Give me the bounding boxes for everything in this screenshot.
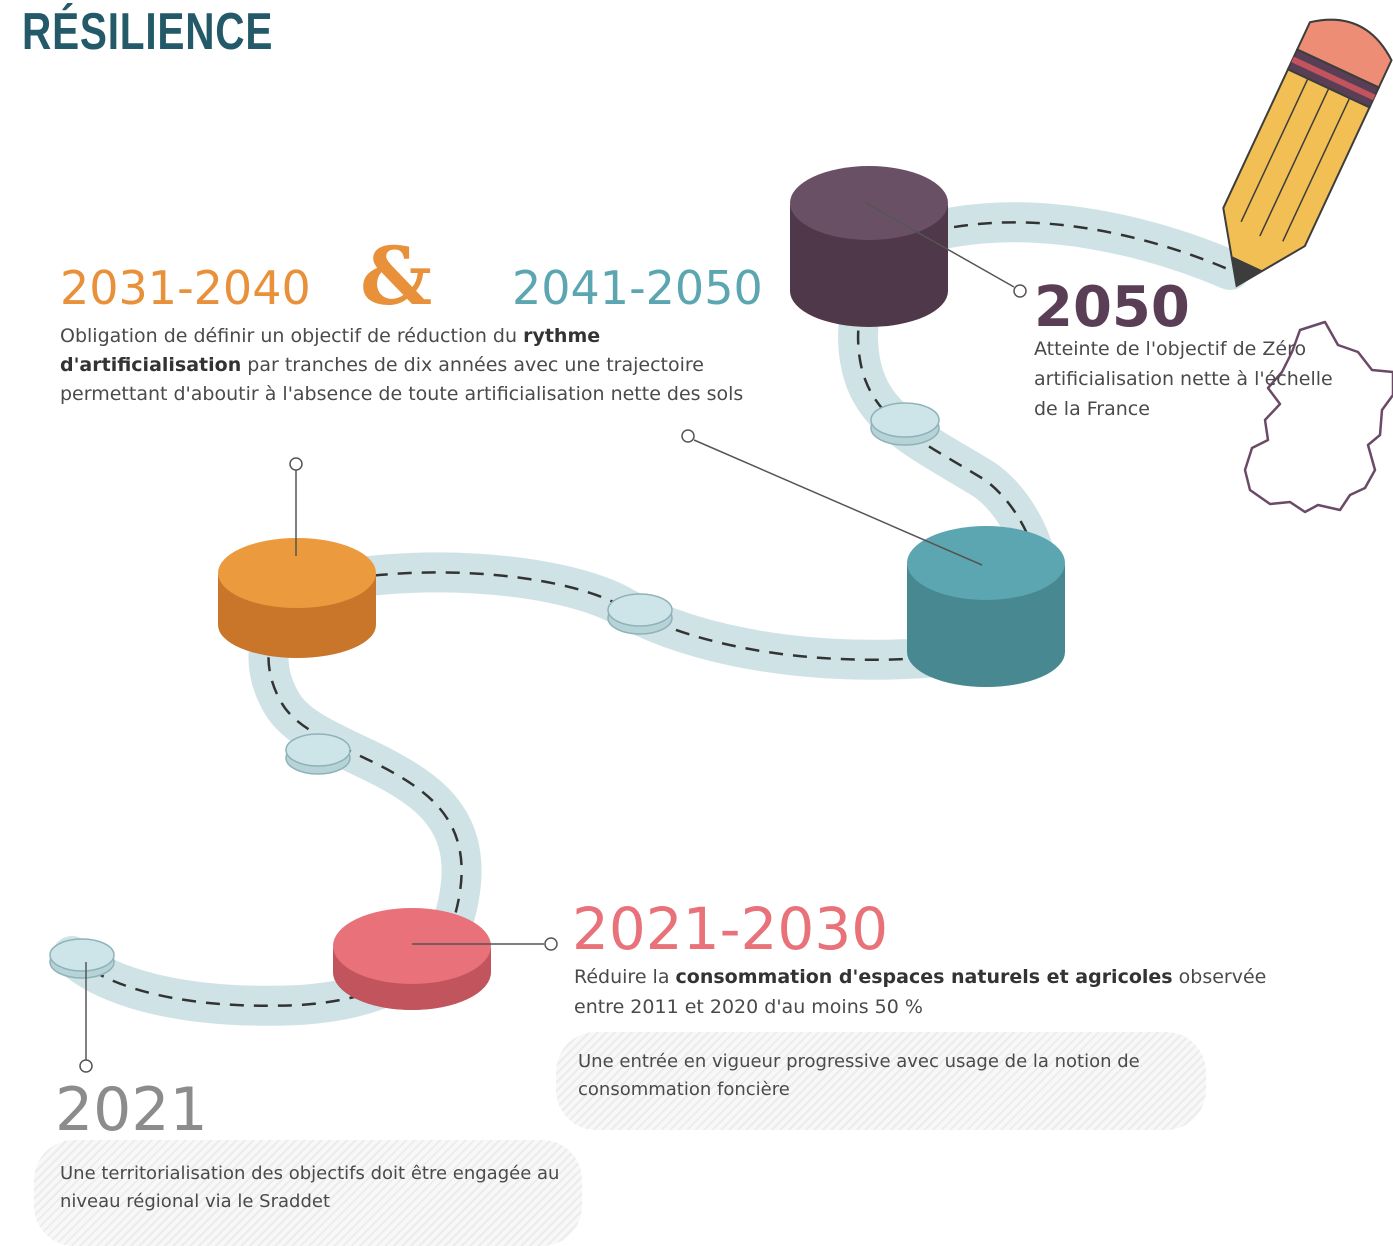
page-title: RÉSILIENCE <box>22 3 274 61</box>
ampersand-glyph: & <box>360 229 433 323</box>
cylinder-2041-2050 <box>907 526 1065 687</box>
period-2050-label: 2050 <box>1034 275 1190 340</box>
period-2021-label: 2021 <box>55 1075 208 1145</box>
cylinder-2031-2040 <box>218 538 376 658</box>
emphasis-consommation: consommation d'espaces naturels et agric… <box>675 966 1173 988</box>
cylinder-2050 <box>790 166 948 327</box>
milestone-disc-2 <box>285 733 351 775</box>
leader-lines <box>79 202 1027 1073</box>
milestone-disc-3 <box>607 593 673 635</box>
period-2031-2040-label: 2031-2040 <box>60 261 311 315</box>
cylinder-2021-2030 <box>333 908 491 1010</box>
emphasis-rythme: rythme d'artificialisation <box>60 325 601 376</box>
period-2021-2030-description: Réduire la consommation d'espaces nature… <box>574 966 1267 1018</box>
period-2021-2030-label: 2021-2030 <box>572 895 889 963</box>
period-2021-2030-note: Une entrée en vigueur progressive avec u… <box>556 1032 1206 1130</box>
period-2050-description: Atteinte de l'objectif de Zéro artificia… <box>1034 338 1333 420</box>
period-2031-2050-description: Obligation de définir un objectif de réd… <box>60 325 744 405</box>
period-2021-note: Une territorialisation des objectifs doi… <box>34 1140 582 1246</box>
period-2041-2050-label: 2041-2050 <box>512 261 763 315</box>
milestone-disc-start <box>49 938 115 979</box>
milestone-disc-4 <box>870 402 940 446</box>
pencil-icon <box>1222 18 1393 288</box>
france-map-icon <box>1243 320 1393 514</box>
